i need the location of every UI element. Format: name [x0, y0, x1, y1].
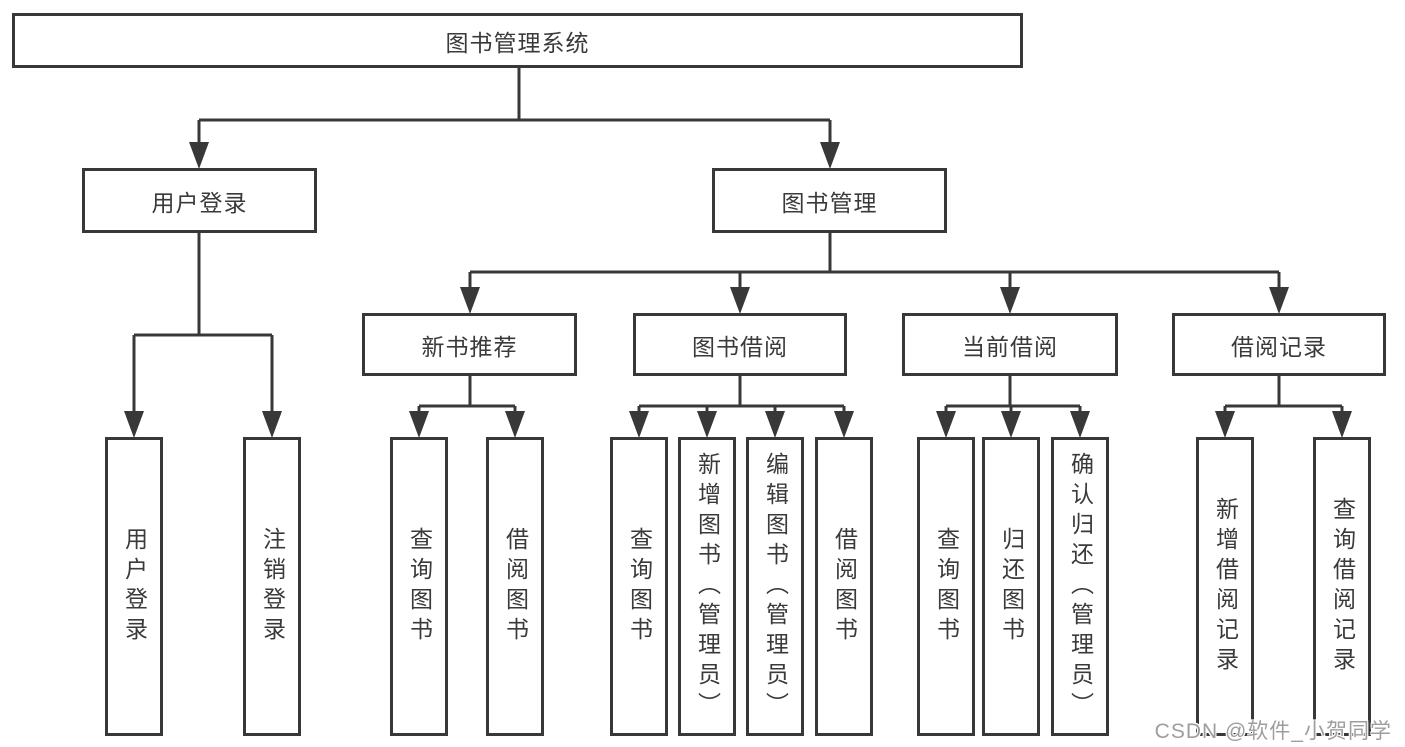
connector-new-book-to-children: [417, 376, 517, 420]
node-current-borrow: 当前借阅: [902, 313, 1118, 376]
leaf-add-book-admin: 新增图书（管理员）: [678, 437, 736, 736]
node-user-login: 用户登录: [82, 168, 317, 233]
leaf-query-books-recommend: 查询图书: [390, 437, 448, 736]
leaf-query-books-borrow: 查询图书: [610, 437, 668, 736]
connector-root-to-level2: [197, 68, 832, 150]
connector-borrow-records-to-children: [1223, 376, 1344, 420]
connector-book-borrow-to-children: [637, 376, 846, 420]
node-new-book-recommend: 新书推荐: [362, 313, 577, 376]
node-library-system: 图书管理系统: [12, 13, 1023, 68]
leaf-user-login: 用户登录: [105, 437, 163, 736]
leaf-add-borrow-record: 新增借阅记录: [1196, 437, 1254, 736]
node-borrow-records: 借阅记录: [1172, 313, 1386, 376]
leaf-query-borrow-record: 查询借阅记录: [1313, 437, 1371, 736]
leaf-return-book: 归还图书: [982, 437, 1040, 736]
node-book-borrow: 图书借阅: [633, 313, 847, 376]
leaf-query-books-current: 查询图书: [917, 437, 975, 736]
connector-book-mgmt-to-level3: [468, 233, 1281, 296]
leaf-logout: 注销登录: [243, 437, 301, 736]
leaf-borrow-books-recommend: 借阅图书: [486, 437, 544, 736]
node-book-management: 图书管理: [712, 168, 947, 233]
leaf-confirm-return-admin: 确认归还（管理员）: [1051, 437, 1109, 736]
connector-user-login-to-children: [132, 233, 274, 420]
leaf-edit-book-admin: 编辑图书（管理员）: [746, 437, 804, 736]
leaf-borrow-books: 借阅图书: [815, 437, 873, 736]
watermark: CSDN @软件_小贺同学: [1154, 720, 1392, 743]
